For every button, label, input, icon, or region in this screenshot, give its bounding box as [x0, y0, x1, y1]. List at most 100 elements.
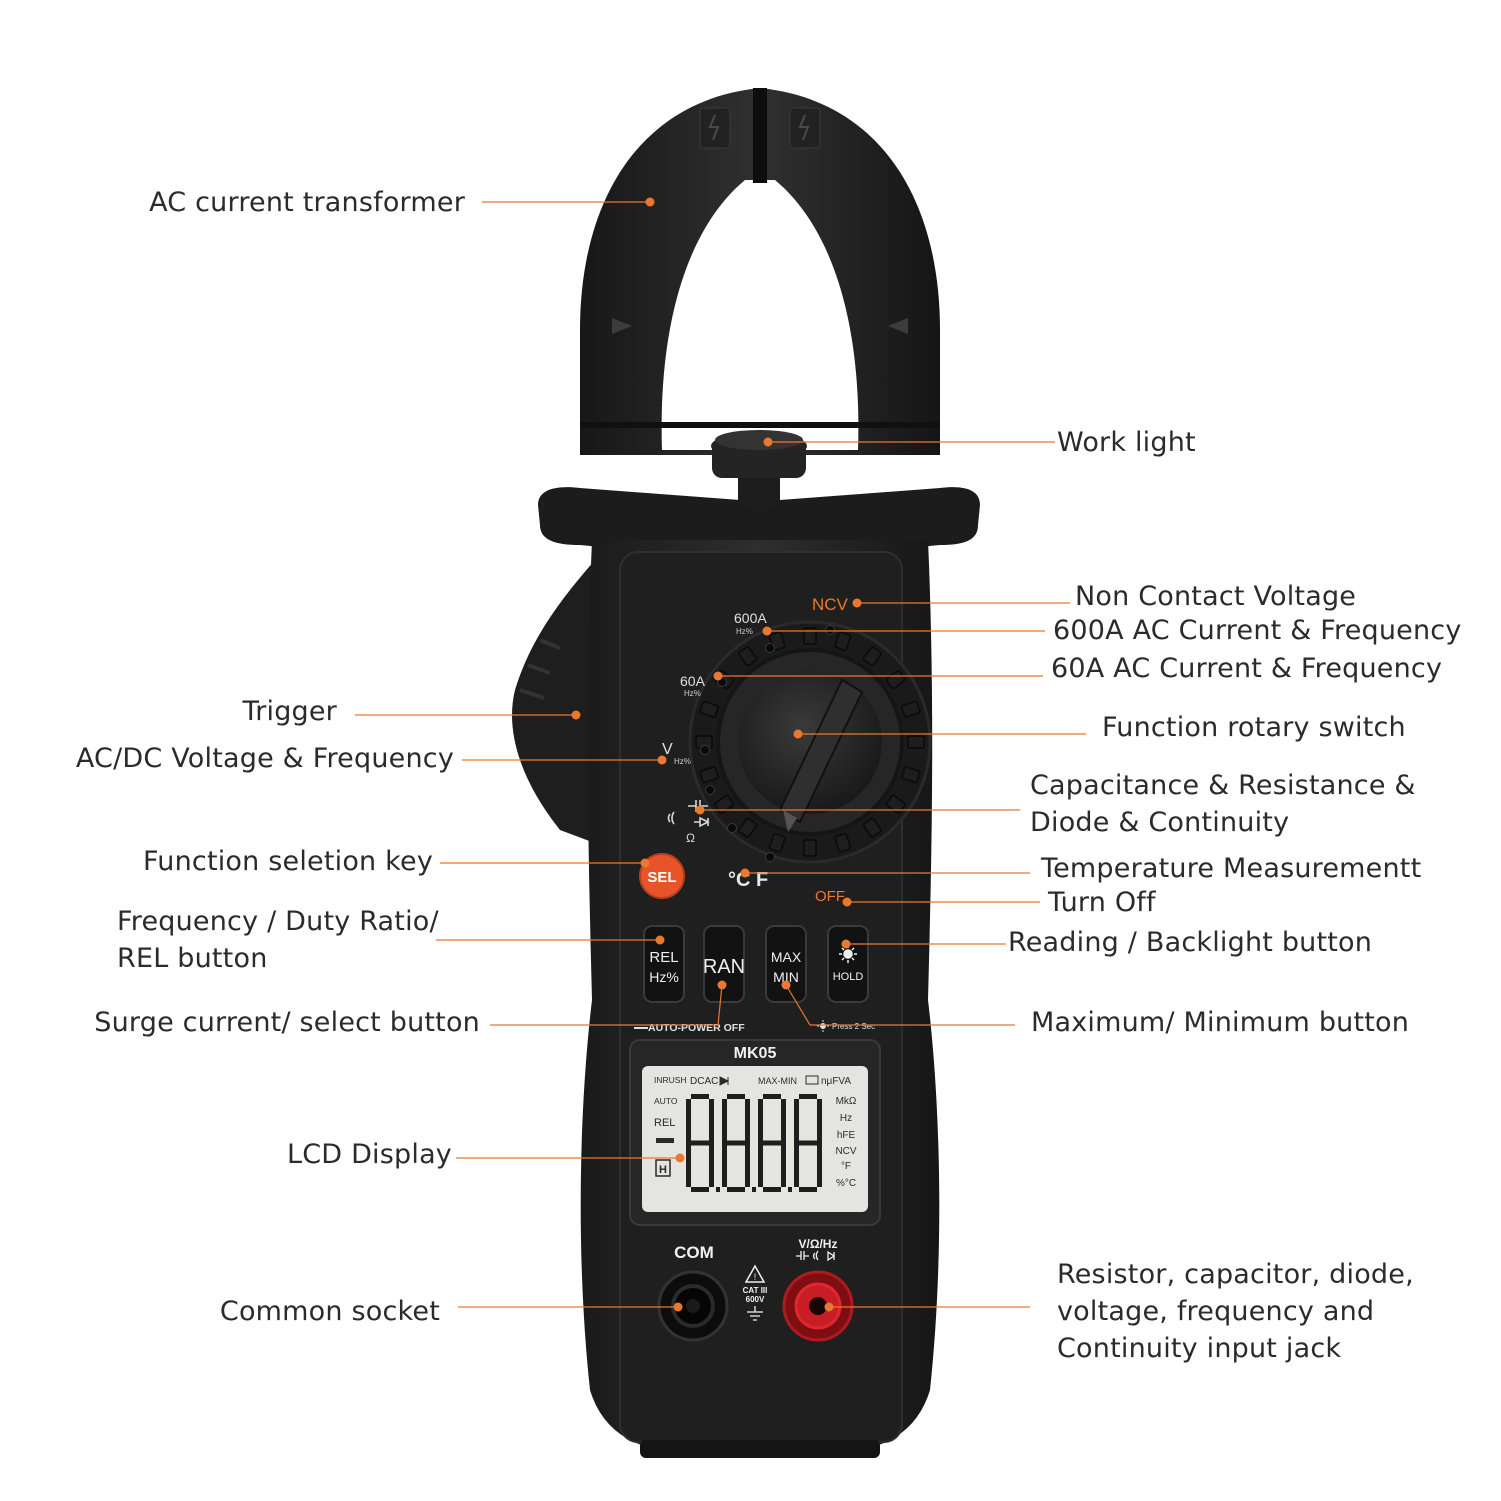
sel-button[interactable]: SEL — [639, 853, 685, 899]
60a-hz-label: Hz% — [684, 689, 701, 698]
svg-text:MIN: MIN — [773, 969, 799, 985]
leader-dot-max-min-button — [781, 980, 791, 990]
label-lcd-display: LCD Display — [287, 1139, 452, 1170]
label-non-contact-voltage: Non Contact Voltage — [1075, 581, 1357, 612]
dial-dot — [765, 643, 775, 653]
label-ac-current-transformer: AC current transformer — [149, 187, 465, 218]
leader-dot-reading-backlight — [841, 939, 851, 949]
dial-tooth — [737, 646, 758, 667]
current-transformer-jaw — [580, 88, 940, 455]
label-600a: 600A AC Current & Frequency — [1053, 615, 1462, 646]
dial-tooth — [885, 794, 906, 815]
lcd-unit: NCV — [835, 1146, 856, 1157]
lcd-digit — [794, 1094, 822, 1192]
label-input-jack-line3: Continuity input jack — [1057, 1333, 1342, 1364]
svg-text:AUTO: AUTO — [654, 1096, 678, 1106]
leader-line-surge-current — [490, 984, 723, 1026]
com-label: COM — [674, 1243, 714, 1262]
warning-icon: ! — [744, 1264, 766, 1283]
off-label: OFF — [815, 888, 845, 905]
lcd-unit: %°C — [836, 1178, 856, 1189]
svg-text:REL: REL — [654, 1117, 675, 1129]
leader-dot-60a — [713, 671, 723, 681]
dial-dot — [700, 745, 710, 755]
leader-dot-common-socket — [673, 1302, 683, 1312]
label-frequency-duty: Frequency / Duty Ratio/ REL button — [117, 903, 439, 977]
cat-voltage-label: 600V — [746, 1295, 765, 1304]
label-input-jack: Resistor, capacitor, diode, voltage, fre… — [1057, 1256, 1414, 1367]
label-capacitance-line2: Diode & Continuity — [1030, 807, 1290, 838]
dial-tooth — [862, 646, 883, 667]
dial-tooth — [803, 839, 817, 857]
leader-dot-work-light — [763, 437, 773, 447]
leader-dot-input-jack — [824, 1302, 834, 1312]
lcd-unit: Hz — [840, 1113, 852, 1124]
input-socket[interactable] — [782, 1270, 854, 1342]
label-function-selection-key: Function seletion key — [143, 846, 433, 877]
label-capacitance-line1: Capacitance & Resistance & — [1030, 770, 1416, 801]
svg-text:MAX-MIN: MAX-MIN — [758, 1076, 797, 1086]
hold-backlight-button[interactable]: HOLD — [827, 925, 869, 1003]
label-reading-backlight: Reading / Backlight button — [1008, 927, 1373, 958]
common-socket[interactable] — [657, 1270, 729, 1342]
leader-dot-600a — [762, 626, 772, 636]
leader-dot-capacitance — [695, 805, 705, 815]
svg-text:MAX: MAX — [771, 949, 802, 965]
label-ac-dc-voltage: AC/DC Voltage & Frequency — [75, 743, 454, 774]
lcd-digits — [686, 1094, 822, 1192]
dial-tooth — [834, 631, 852, 652]
capacitance-diode-symbols: Ω — [667, 800, 710, 845]
svg-text:INRUSH: INRUSH — [654, 1075, 687, 1085]
lcd-display: MK05 INRUSH DCAC MAX-MIN nμFVA AUTO REL … — [629, 1039, 881, 1226]
label-work-light: Work light — [1057, 427, 1196, 458]
label-trigger: Trigger — [242, 696, 337, 727]
auto-power-off-label: AUTO-POWER OFF — [648, 1022, 745, 1034]
work-light — [711, 430, 807, 518]
temperature-label: °C F — [728, 869, 768, 891]
dial-tooth — [862, 817, 883, 838]
ground-icon — [747, 1306, 763, 1321]
max-min-button[interactable]: MAX MIN — [765, 925, 807, 1003]
rel-hz-button[interactable]: REL Hz% — [643, 925, 685, 1003]
dial-dot — [765, 852, 775, 862]
label-input-jack-line1: Resistor, capacitor, diode, — [1057, 1259, 1414, 1290]
dial-dot — [727, 823, 737, 833]
leader-dot-surge-current — [717, 980, 727, 990]
ran-button[interactable]: RAN — [703, 925, 745, 1003]
rotary-switch[interactable] — [688, 620, 932, 864]
dial-tooth — [699, 700, 720, 718]
press-hint-label: Press 2 Sec — [832, 1022, 875, 1031]
label-capacitance: Capacitance & Resistance & Diode & Conti… — [1030, 767, 1416, 841]
svg-text:Ω: Ω — [686, 831, 695, 845]
svg-text:RAN: RAN — [703, 956, 745, 978]
lcd-unit: MkΩ — [836, 1096, 857, 1107]
dial-tooth — [907, 735, 925, 749]
volt-label: V — [662, 741, 673, 758]
600a-label: 600A — [734, 610, 767, 626]
dial-tooth — [900, 766, 921, 784]
dial-dot — [825, 625, 835, 635]
dial-tooth — [699, 766, 720, 784]
svg-text:Hz%: Hz% — [649, 969, 679, 985]
60a-label: 60A — [680, 673, 706, 689]
leader-dot-trigger — [571, 710, 581, 720]
svg-text:nμFVA: nμFVA — [821, 1076, 851, 1087]
svg-text:!: ! — [754, 1272, 757, 1282]
dial-tooth — [834, 832, 852, 853]
lcd-unit: hFE — [837, 1130, 856, 1141]
dial-dot — [705, 785, 715, 795]
dial-tooth — [737, 817, 758, 838]
label-temperature: Temperature Measurementt — [1041, 853, 1422, 884]
dial-tooth — [768, 832, 786, 853]
leader-dot-non-contact-voltage — [852, 598, 862, 608]
cat-label: CAT III — [743, 1286, 768, 1295]
label-frequency-duty-line2: REL button — [117, 943, 268, 974]
leader-dot-turn-off — [842, 897, 852, 907]
volt-hz-label: Hz% — [674, 757, 691, 766]
input-symbols — [796, 1250, 836, 1262]
input-jack-label: V/Ω/Hz — [799, 1237, 838, 1251]
sun-icon — [839, 945, 857, 963]
leader-dot-temperature — [740, 868, 750, 878]
